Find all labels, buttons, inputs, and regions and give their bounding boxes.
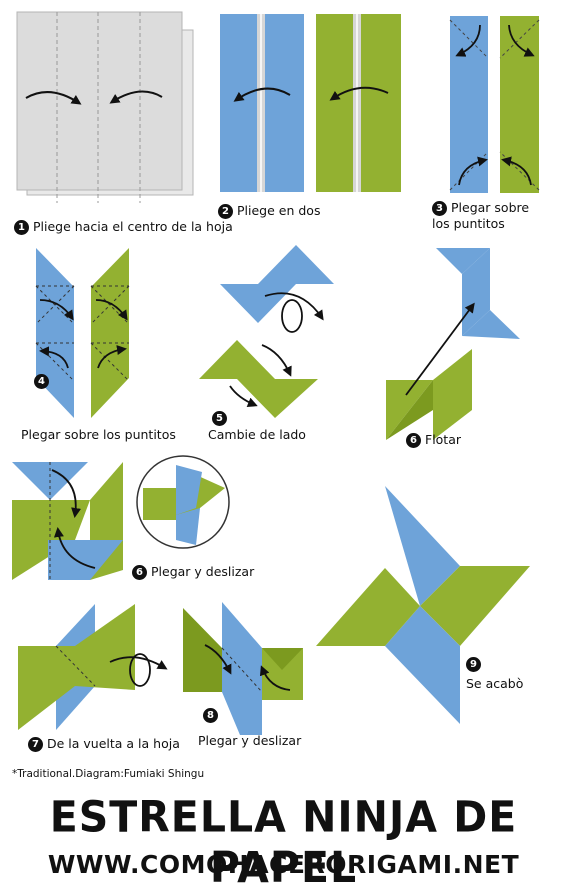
step5-pieces xyxy=(199,245,334,418)
step9-label: Se acabò xyxy=(466,676,524,691)
step4-strips xyxy=(35,248,130,418)
step1-paper xyxy=(16,11,194,203)
credit-text: *Traditional.Diagram:Fumiaki Shingu xyxy=(12,768,205,780)
step8-number: 8 xyxy=(203,707,222,723)
step2-strips xyxy=(220,14,401,192)
step4-label: Plegar sobre los puntitos xyxy=(21,427,176,442)
step9-ninja-star xyxy=(316,486,530,724)
step3-strips xyxy=(449,16,540,193)
step7-star xyxy=(18,604,168,730)
step5-number: 5 xyxy=(212,410,231,426)
step8-label: Plegar y deslizar xyxy=(198,733,302,748)
step9-number: 9 xyxy=(466,656,485,672)
step6-float xyxy=(386,248,520,440)
page-title: ESTRELLA NINJA DE PAPEL xyxy=(49,791,518,892)
step5-label: Cambie de lado xyxy=(208,427,306,442)
step8-star xyxy=(183,602,303,735)
website-url: WWW.COMOHACERORIGAMI.NET xyxy=(47,850,520,879)
step4-number: 4 xyxy=(34,373,53,389)
step6b-fold xyxy=(12,455,230,580)
